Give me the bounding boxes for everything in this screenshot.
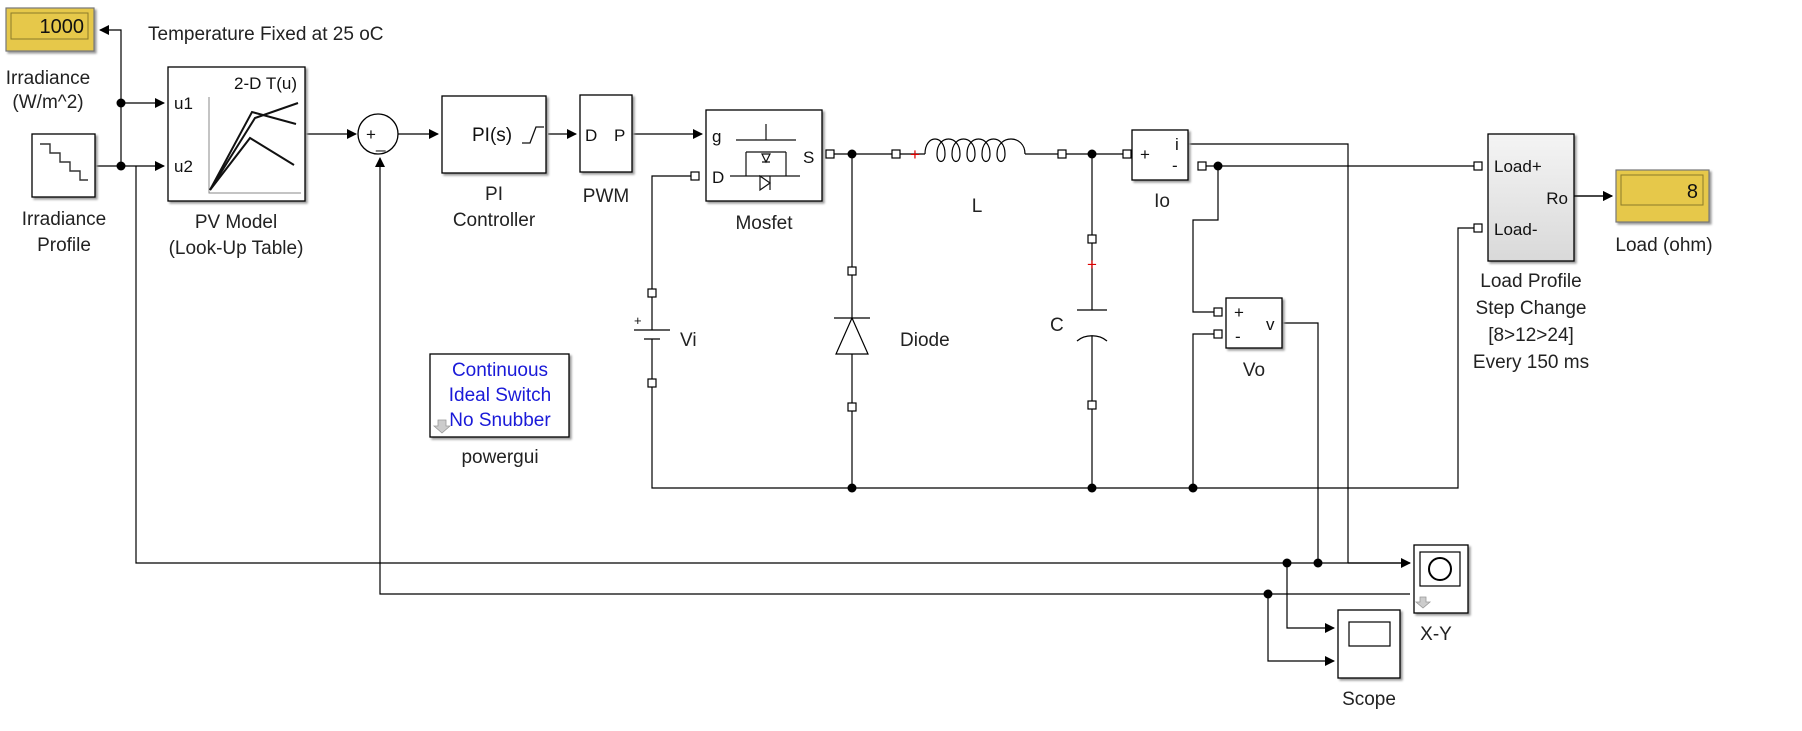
- mosfet-label: Mosfet: [735, 213, 793, 234]
- irradiance-display[interactable]: 1000: [5, 7, 95, 52]
- lookup-curves-icon: [208, 97, 301, 194]
- down-arrow-icon: [432, 419, 452, 434]
- staircase-icon: [40, 143, 88, 181]
- capacitor-plus: +: [1087, 255, 1097, 274]
- signal-wires: [96, 25, 1628, 666]
- wire-vo-xy[interactable]: [1282, 322, 1319, 563]
- wire-io-xy[interactable]: [1188, 143, 1349, 563]
- wire-ground-bus[interactable]: [651, 227, 1478, 489]
- inductor-symbol[interactable]: +: [900, 138, 1058, 164]
- profile-label-1: Irradiance: [22, 209, 107, 230]
- powergui-label: powergui: [461, 447, 538, 468]
- irradiance-profile-block[interactable]: [31, 133, 96, 198]
- vo-plus: +: [1234, 303, 1244, 322]
- scope-screen-icon: [1348, 621, 1391, 647]
- connection-ports: [647, 149, 1483, 412]
- mosfet-block[interactable]: g D S: [705, 109, 823, 202]
- vi-source[interactable]: +: [634, 297, 670, 379]
- mosfet-port-s: S: [803, 148, 814, 167]
- pv-model-block[interactable]: 2-D T(u) u1 u2: [167, 66, 306, 202]
- irradiance-label-1: Irradiance: [6, 68, 91, 89]
- load-port-plus: Load+: [1494, 157, 1542, 176]
- wire-scope-in2[interactable]: [1267, 594, 1335, 666]
- vo-out: v: [1266, 315, 1275, 334]
- pi-text: PI(s): [472, 125, 512, 146]
- diode-symbol[interactable]: [834, 275, 870, 403]
- load-label-4: Every 150 ms: [1473, 352, 1589, 373]
- load-port-out: Ro: [1546, 189, 1568, 208]
- xy-graph-block[interactable]: [1413, 544, 1469, 614]
- pv-label-1: PV Model: [195, 212, 277, 233]
- scope-block[interactable]: [1337, 609, 1401, 679]
- load-display[interactable]: 8: [1615, 169, 1710, 223]
- load-port-minus: Load-: [1494, 220, 1537, 239]
- temperature-note: Temperature Fixed at 25 oC: [148, 24, 384, 45]
- diode-label: Diode: [900, 330, 950, 351]
- io-label: Io: [1154, 191, 1170, 212]
- irradiance-label-2: (W/m^2): [12, 92, 83, 113]
- mosfet-port-d: D: [712, 168, 724, 187]
- wire-feedback-sum[interactable]: [375, 157, 1410, 595]
- pv-port-u1: u1: [174, 94, 193, 113]
- load-profile-block[interactable]: Load+ Load- Ro: [1487, 133, 1575, 262]
- wire-vo-plus[interactable]: [1192, 166, 1219, 313]
- pi-label-2: Controller: [453, 210, 536, 231]
- capacitor-symbol[interactable]: +: [1076, 243, 1108, 401]
- vi-label: Vi: [680, 330, 697, 351]
- pi-controller-block[interactable]: PI(s): [441, 95, 547, 174]
- inductor-plus: +: [910, 145, 920, 164]
- wire-profile-u1[interactable]: [120, 98, 165, 166]
- pv-port-u2: u2: [174, 157, 193, 176]
- sum-minus: _: [375, 133, 386, 152]
- pwm-port-p: P: [614, 126, 625, 145]
- wire-mosfet-vi[interactable]: [651, 175, 695, 293]
- wire-profile-display[interactable]: [99, 25, 122, 103]
- pv-title: 2-D T(u): [234, 74, 297, 93]
- powergui-line2: Ideal Switch: [449, 385, 551, 406]
- vo-label: Vo: [1243, 360, 1265, 381]
- mosfet-symbol-icon: [730, 124, 800, 192]
- pwm-port-d: D: [585, 126, 597, 145]
- xy-circle-icon: [1428, 557, 1452, 581]
- pv-label-2: (Look-Up Table): [169, 238, 304, 259]
- vo-minus: -: [1235, 327, 1241, 346]
- load-label-2: Step Change: [1476, 298, 1587, 319]
- capacitor-label: C: [1050, 315, 1064, 336]
- vi-plus: +: [634, 313, 642, 328]
- saturation-icon: [522, 126, 544, 144]
- profile-label-2: Profile: [37, 235, 91, 256]
- scope-label: Scope: [1342, 689, 1396, 710]
- mosfet-port-g: g: [712, 127, 721, 146]
- sum-block[interactable]: + _: [357, 113, 399, 155]
- irradiance-value: 1000: [40, 16, 85, 38]
- pi-label-1: PI: [485, 184, 503, 205]
- io-minus: -: [1172, 156, 1178, 175]
- wire-vo-minus[interactable]: [1192, 333, 1218, 488]
- wire-profile-xy[interactable]: [135, 166, 1411, 568]
- load-label-3: [8>12>24]: [1488, 325, 1574, 346]
- electrical-wires: [651, 149, 1478, 493]
- load-display-label: Load (ohm): [1615, 235, 1712, 256]
- io-sensor-block[interactable]: + - i: [1131, 129, 1189, 181]
- load-value: 8: [1687, 181, 1698, 203]
- io-out: i: [1175, 135, 1179, 154]
- io-plus: +: [1140, 145, 1150, 164]
- powergui-line1: Continuous: [452, 360, 548, 381]
- inductor-label: L: [972, 196, 983, 217]
- load-label-1: Load Profile: [1480, 271, 1581, 292]
- wire-scope-in1[interactable]: [1286, 563, 1335, 633]
- xy-label: X-Y: [1420, 624, 1452, 645]
- pwm-label: PWM: [583, 186, 629, 207]
- pwm-block[interactable]: D P: [579, 94, 633, 173]
- vo-sensor-block[interactable]: + - v: [1225, 297, 1283, 349]
- sum-plus: +: [366, 125, 376, 144]
- powergui-line3: No Snubber: [449, 410, 551, 431]
- powergui-block[interactable]: Continuous Ideal Switch No Snubber: [429, 353, 570, 438]
